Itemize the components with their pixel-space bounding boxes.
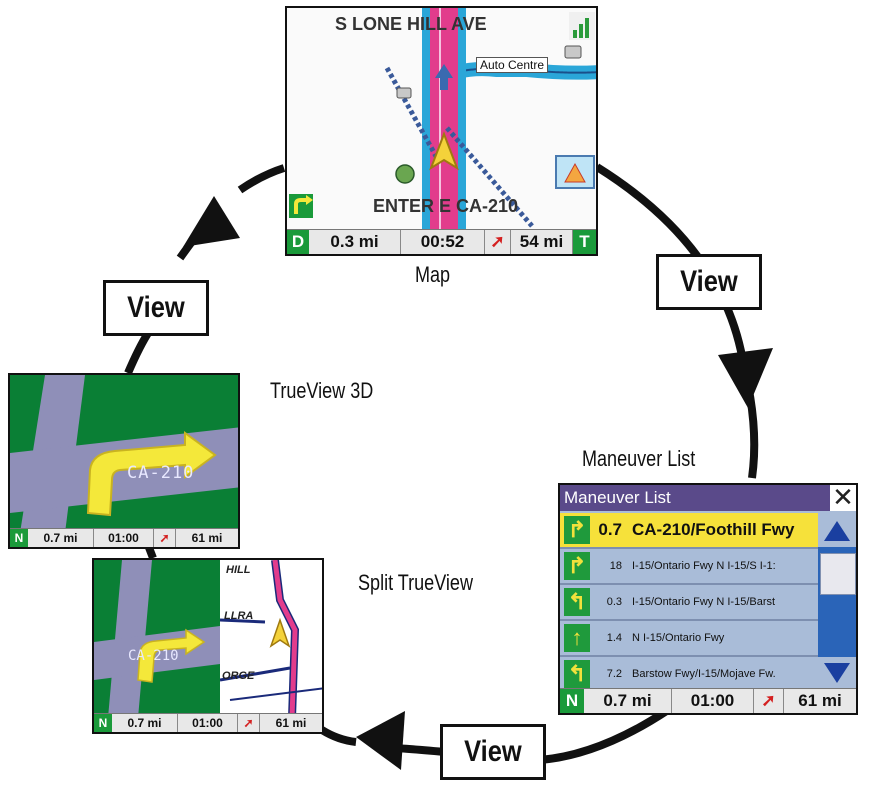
maneuver-row[interactable]: ↱ 0.7 CA-210/Foothill Fwy bbox=[560, 513, 818, 549]
caption-maneuver-list: Maneuver List bbox=[582, 446, 696, 471]
split-map-label-3: ORGE bbox=[222, 670, 255, 682]
arrowhead-left bbox=[356, 711, 405, 770]
map-status-bar: D 0.3 mi 00:52 ➚ 54 mi T bbox=[287, 229, 596, 254]
arc-split-exit bbox=[319, 726, 357, 746]
status-badge-n[interactable]: N bbox=[94, 714, 112, 732]
turn-arrow-icon: ➚ bbox=[485, 230, 511, 254]
split-status-bar: N 0.7 mi 01:00 ➚ 61 mi bbox=[94, 713, 322, 732]
scroll-thumb[interactable] bbox=[820, 553, 856, 595]
maneuver-list-title: Maneuver List bbox=[560, 485, 856, 511]
status-time: 01:00 bbox=[672, 689, 754, 713]
arrowhead-up bbox=[183, 196, 240, 247]
status-badge-d[interactable]: D bbox=[287, 230, 309, 254]
scrollbar[interactable] bbox=[818, 513, 856, 691]
trueview-road-label: CA-210 bbox=[127, 463, 195, 483]
maneuver-row[interactable]: ↱ 18 I-15/Ontario Fwy N I-15/S I-1: bbox=[560, 549, 818, 585]
vehicle-arrow bbox=[429, 131, 459, 171]
turn-arrow-icon: ➚ bbox=[754, 689, 784, 713]
split-road-label: CA-210 bbox=[128, 648, 179, 664]
map-bottom-street: ENTER E CA-210 bbox=[373, 196, 519, 216]
status-distance: 0.7 mi bbox=[584, 689, 672, 713]
scroll-down-icon[interactable] bbox=[818, 657, 856, 691]
status-badge-n[interactable]: N bbox=[10, 529, 28, 547]
view-button-left[interactable]: View bbox=[103, 280, 209, 336]
turn-arrow-icon: ➚ bbox=[238, 714, 260, 732]
view-button-right[interactable]: View bbox=[656, 254, 762, 310]
maneuver-status-bar: N 0.7 mi 01:00 ➚ 61 mi bbox=[560, 688, 856, 713]
map-top-street: S LONE HILL AVE bbox=[335, 14, 487, 34]
view-button-bottom[interactable]: View bbox=[440, 724, 546, 780]
dashed-road-1 bbox=[384, 66, 440, 160]
turn-right-icon: ↱ bbox=[564, 552, 590, 580]
maneuver-row[interactable]: ↰ 0.3 I-15/Ontario Fwy N I-15/Barst bbox=[560, 585, 818, 621]
caption-trueview-3d: TrueView 3D bbox=[270, 378, 374, 403]
dashed-road-2 bbox=[445, 126, 534, 228]
restaurant-poi bbox=[395, 164, 415, 184]
trueview-3d-screen[interactable]: CA-210 N 0.7 mi 01:00 ➚ 61 mi bbox=[8, 373, 240, 549]
arc-3d-to-view bbox=[124, 327, 154, 375]
split-trueview-screen[interactable]: CA-210 HILL LLRA ORGE N 0.7 mi 01:00 ➚ 6… bbox=[92, 558, 324, 734]
status-distance: 0.7 mi bbox=[28, 529, 94, 547]
trueview-3d-canvas bbox=[10, 375, 238, 533]
status-remaining: 61 mi bbox=[275, 716, 307, 730]
car-poi-left bbox=[396, 87, 412, 99]
maneuver-list-screen[interactable]: Maneuver List ✕ ↱ 0.7 CA-210/Foothill Fw… bbox=[558, 483, 858, 715]
status-remaining: 61 mi bbox=[191, 531, 223, 545]
arc-maneuver-to-split bbox=[539, 706, 671, 764]
straight-arrow-icon: ↑ bbox=[564, 624, 590, 652]
turn-left-icon: ↰ bbox=[564, 588, 590, 616]
highway-pink bbox=[430, 8, 458, 230]
maneuver-row[interactable]: ↰ 7.2 Barstow Fwy/I-15/Mojave Fw. bbox=[560, 657, 818, 693]
status-distance: 0.3 mi bbox=[309, 230, 401, 254]
3d-turn-arrow bbox=[86, 431, 217, 517]
maneuver-row[interactable]: ↑ 1.4 N I-15/Ontario Fwy bbox=[560, 621, 818, 657]
split-map-label-1: HILL bbox=[226, 564, 251, 576]
split-vehicle-arrow bbox=[269, 617, 291, 648]
north-arrow bbox=[435, 64, 453, 90]
caption-map: Map bbox=[415, 262, 451, 287]
arrowhead-down bbox=[718, 348, 773, 408]
status-time: 00:52 bbox=[401, 230, 485, 254]
scroll-up-icon[interactable] bbox=[818, 513, 856, 547]
status-distance: 0.7 mi bbox=[112, 714, 178, 732]
status-remaining: 61 mi bbox=[798, 691, 842, 710]
split-map-pane: HILL LLRA ORGE bbox=[220, 560, 322, 718]
split-map-label-2: LLRA bbox=[224, 610, 254, 622]
status-badge-n[interactable]: N bbox=[560, 689, 584, 713]
arc-map-entry bbox=[237, 164, 286, 194]
map-screen[interactable]: S LONE HILL AVE Auto Centre ENTER E CA-2… bbox=[285, 6, 598, 256]
map-road-label: Auto Centre bbox=[476, 57, 549, 73]
status-badge-t[interactable]: T bbox=[573, 230, 596, 254]
trueview-status-bar: N 0.7 mi 01:00 ➚ 61 mi bbox=[10, 528, 238, 547]
car-poi-right bbox=[564, 45, 582, 59]
status-time: 01:00 bbox=[178, 714, 238, 732]
turn-left-icon: ↰ bbox=[564, 660, 590, 688]
close-icon[interactable]: ✕ bbox=[830, 485, 856, 511]
status-time: 01:00 bbox=[94, 529, 154, 547]
split-3d-pane: CA-210 bbox=[94, 560, 220, 718]
caption-split-trueview: Split TrueView bbox=[358, 570, 473, 595]
split-turn-arrow bbox=[137, 628, 206, 683]
status-remaining: 54 mi bbox=[511, 230, 573, 254]
turn-right-icon: ↱ bbox=[564, 516, 590, 544]
map-canvas bbox=[289, 8, 596, 230]
turn-arrow-icon: ➚ bbox=[154, 529, 176, 547]
